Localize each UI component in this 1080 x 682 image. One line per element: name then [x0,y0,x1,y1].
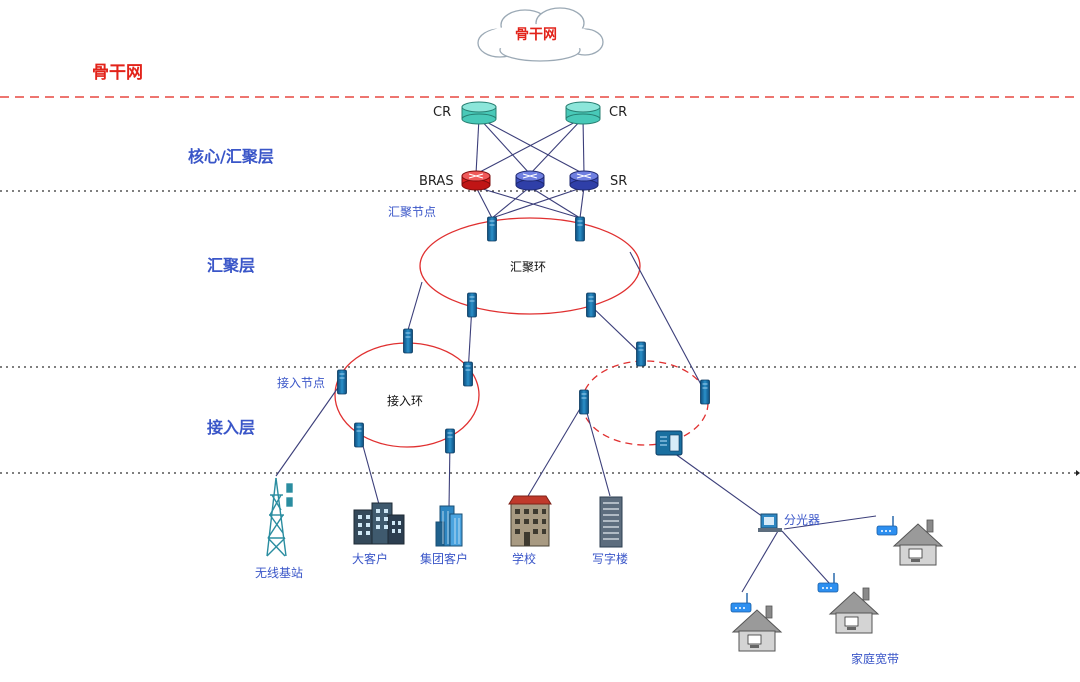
ring-links [275,251,877,593]
core-layer-title: 核心/汇聚层 [188,147,274,166]
home-icon [893,519,943,566]
aggregation-ring-switch-icon [586,292,596,318]
router-icon [515,170,545,191]
sr-label: SR [610,174,628,189]
aggregation-ring [419,217,641,315]
aggregation-node-label: 汇聚节点 [388,205,437,219]
cr-router-right-icon [565,101,601,125]
arrowhead-icon [1076,470,1080,476]
access-ring-switch-icon [463,361,473,387]
wireless-base-station-label: 无线基站 [255,566,304,580]
aggregation-node-switch-icon [575,216,585,242]
backbone-layer-title: 骨干网 [92,63,143,83]
sr-router-icon [569,170,599,191]
bras-label: BRAS [419,174,454,189]
access-ring-dashed [581,360,709,446]
access-ring-switch-icon [579,389,589,415]
access-layer-title: 接入层 [207,418,256,437]
access-node-switch-icon [337,369,347,395]
aggregation-node-switch-icon [487,216,497,242]
access-ring-switch-icon [445,428,455,454]
access-ring-label: 接入环 [387,394,424,408]
tower-icon [266,477,293,557]
big-customer-building-icon [353,502,405,545]
aggregation-layer-title: 汇聚层 [207,256,256,275]
cr-left-label: CR [433,105,452,120]
home-icon [829,587,879,634]
office-building-icon [599,496,623,548]
school-building-icon [508,495,552,547]
core-mesh-links [475,117,585,219]
group-customer-label: 集团客户 [420,552,469,566]
school-label: 学校 [512,552,537,566]
olt-icon [655,430,683,456]
aggregation-ring-switch-icon [467,292,477,318]
onu-modem-icon [876,515,898,536]
access-ring-switch-icon [700,379,710,405]
big-customer-label: 大客户 [352,552,389,566]
office-building-label: 写字楼 [592,552,629,566]
backbone-cloud-label: 骨干网 [515,27,557,43]
group-customer-building-icon [435,505,463,547]
cr-router-left-icon [461,101,497,125]
cr-right-label: CR [609,105,628,120]
onu-modem-icon [730,592,752,613]
splitter-label: 分光器 [784,513,821,527]
aggregation-ring-label: 汇聚环 [510,260,547,274]
access-uplink-switch-icon [403,328,413,354]
bras-router-icon [461,170,491,191]
home-broadband-label: 家庭宽带 [851,652,900,666]
splitter-icon [758,513,782,532]
home-icon [732,605,782,652]
access-uplink-switch-icon [636,341,646,367]
access-ring-switch-icon [354,422,364,448]
access-node-label: 接入节点 [277,376,326,390]
